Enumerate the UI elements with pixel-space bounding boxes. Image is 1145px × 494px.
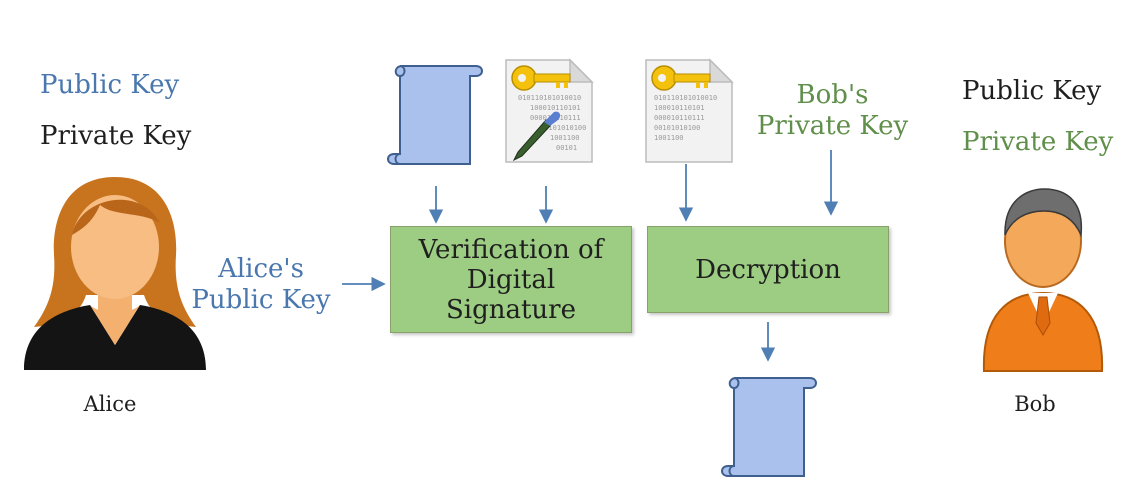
bob-name: Bob bbox=[1014, 392, 1056, 416]
enc-bits-line-2: 100010110101 bbox=[654, 104, 705, 112]
signed-certificate-icon: 010110101010010 100010110101 00001011011… bbox=[505, 58, 594, 163]
encrypted-certificate-icon: 010110101010010 100010110101 00001011011… bbox=[645, 58, 734, 163]
bob-private-key-label: Private Key bbox=[962, 127, 1114, 157]
enc-bits-line-3: 000010110111 bbox=[654, 114, 705, 122]
bobs-private-key-label: Bob's Private Key bbox=[756, 80, 909, 141]
enc-bits-line-5: 1001100 bbox=[654, 134, 684, 142]
verification-box-label: Verification of Digital Signature bbox=[418, 234, 604, 325]
decryption-box: Decryption bbox=[647, 226, 889, 313]
golden-key-icon bbox=[511, 65, 571, 91]
cert-bits-line-2: 100010110101 bbox=[530, 104, 581, 112]
alice-name: Alice bbox=[83, 392, 137, 416]
scroll-document-icon bbox=[387, 65, 483, 165]
cert-bits-line-4: 00101010100 bbox=[540, 124, 586, 132]
enc-bits-line-1: 010110101010010 bbox=[654, 94, 717, 102]
alice-avatar bbox=[24, 177, 206, 370]
output-document-icon bbox=[721, 377, 817, 477]
alices-public-key-label: Alice's Public Key bbox=[191, 254, 331, 315]
golden-key-icon bbox=[651, 65, 711, 91]
decryption-box-label: Decryption bbox=[695, 254, 841, 285]
cert-bits-line-6: 00101 bbox=[556, 144, 577, 152]
enc-bits-line-4: 00101010100 bbox=[654, 124, 700, 132]
alice-public-key-label: Public Key bbox=[40, 70, 180, 100]
alice-private-key-label: Private Key bbox=[40, 121, 192, 151]
pen-nib-icon bbox=[512, 111, 561, 162]
cert-bits-line-5: 1001100 bbox=[550, 134, 580, 142]
cert-bits-line-1: 010110101010010 bbox=[518, 94, 581, 102]
bob-avatar bbox=[982, 188, 1104, 372]
bob-public-key-label: Public Key bbox=[962, 76, 1102, 106]
verification-box: Verification of Digital Signature bbox=[390, 226, 632, 333]
